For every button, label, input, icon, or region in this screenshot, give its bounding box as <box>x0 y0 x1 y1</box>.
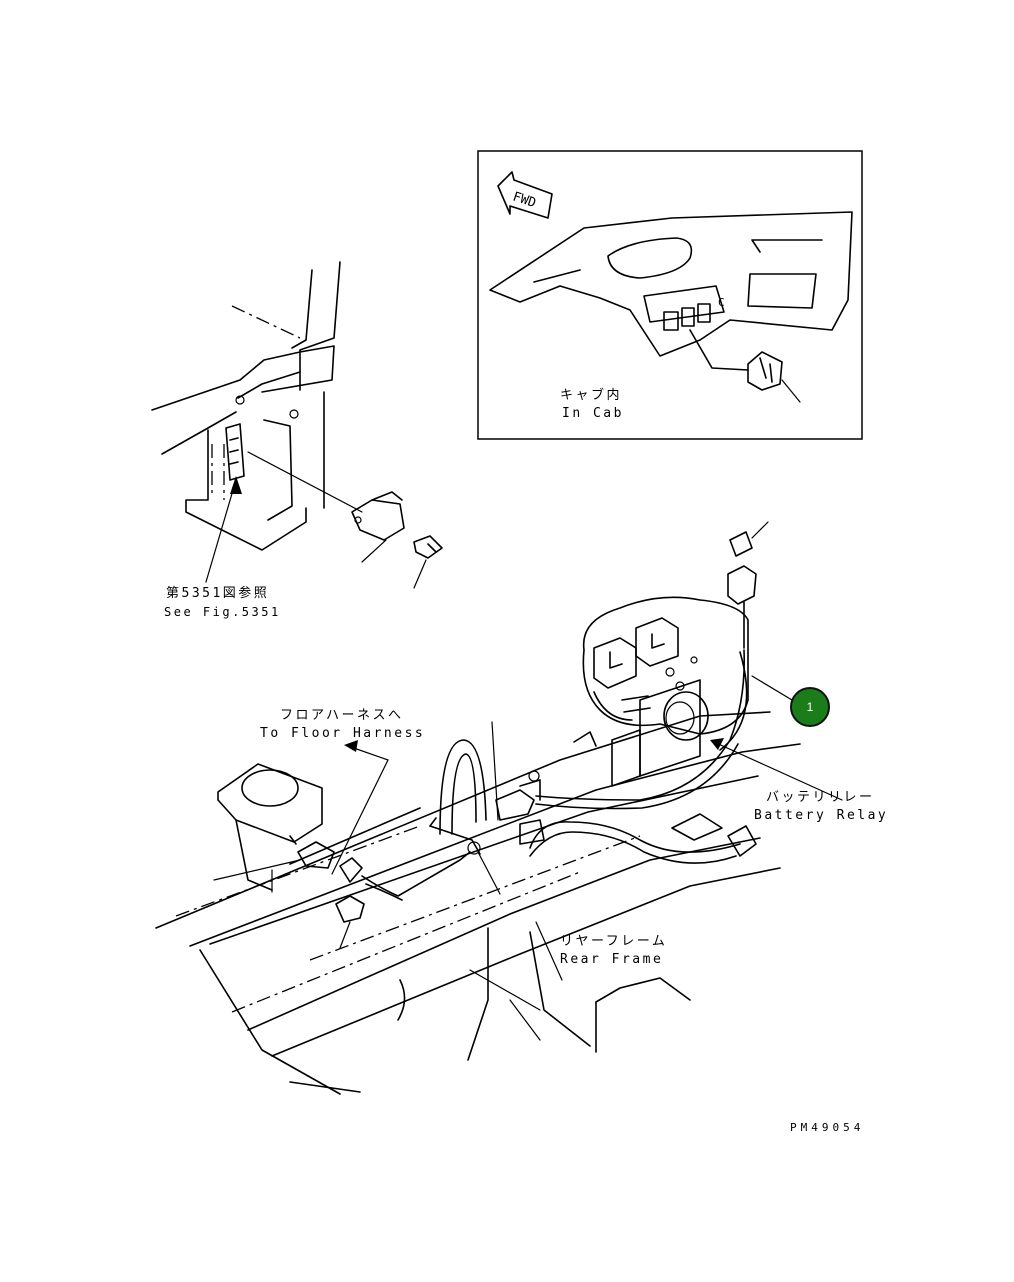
battery-relay-arrow-icon <box>710 738 724 750</box>
in-cab-caption-en: In Cab <box>562 406 624 421</box>
floor-harness-label-jp: フロアハーネスへ <box>280 708 404 723</box>
see-fig-label-en: See Fig.5351 <box>164 605 281 619</box>
floor-harness-arrow-icon <box>344 740 358 752</box>
see-fig-label-jp: 第5351図参照 <box>166 586 270 601</box>
inset-frame <box>477 150 863 440</box>
part-callout-1[interactable]: 1 <box>790 687 830 727</box>
svg-text:C: C <box>718 296 725 309</box>
reference-arrow-icon <box>230 476 242 494</box>
battery-relay-label-jp: バッテリリレー <box>766 790 875 805</box>
terminal-connector-icon <box>727 565 757 605</box>
floor-harness-label-en: To Floor Harness <box>260 726 426 741</box>
terminal-cap-icon <box>729 531 753 557</box>
fwd-label: FWD <box>511 190 538 212</box>
in-cab-caption-jp: キャブ内 <box>560 388 623 403</box>
rear-frame-label-en: Rear Frame <box>560 952 664 967</box>
mount-bolt-icon <box>335 895 365 923</box>
in-cab-inset: FWD C <box>477 150 863 440</box>
relay-bracket-icon <box>351 491 405 541</box>
fwd-arrow-icon <box>497 171 553 219</box>
bracket-detail <box>151 261 443 589</box>
battery-relay-label-en: Battery Relay <box>754 808 889 823</box>
cab-switch-icon <box>747 351 783 391</box>
floor-harness-connector-icon <box>297 841 363 883</box>
battery-relay-body-icon <box>611 656 709 787</box>
rear-frame-label-jp: リヤーフレーム <box>560 934 668 949</box>
drawing-code: PM49054 <box>790 1121 865 1134</box>
bolt-icon <box>413 535 443 559</box>
rear-frame-assembly <box>155 521 843 1095</box>
